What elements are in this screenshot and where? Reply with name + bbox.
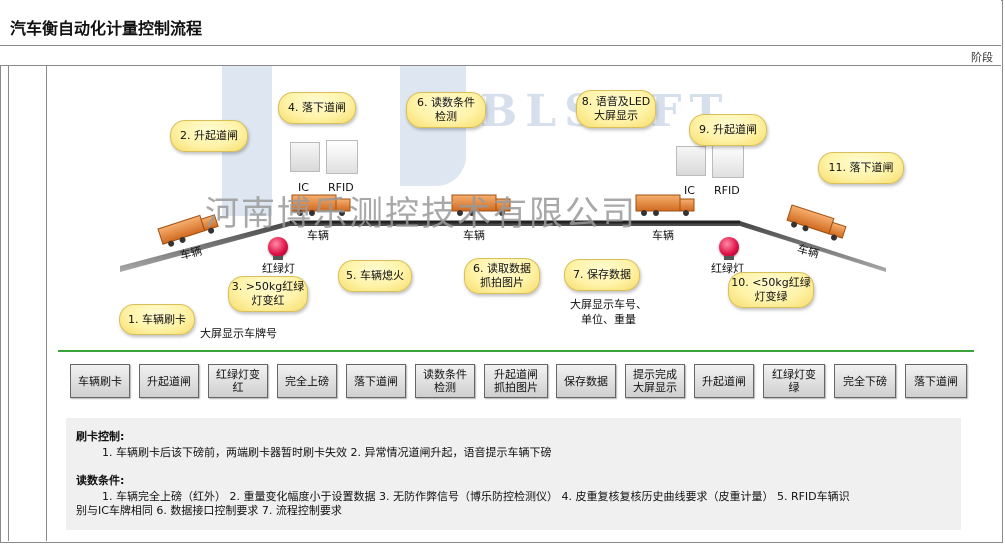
- page-title: 汽车衡自动化计量控制流程: [10, 19, 203, 38]
- process-step-6: 读数条件 检测: [415, 364, 475, 398]
- traffic-light-icon: [719, 237, 739, 257]
- process-step-11: 红绿灯变 绿: [763, 364, 825, 398]
- step-bubble-6a: 6. 读数条件 检测: [406, 92, 486, 128]
- truck-icon-2: [291, 194, 351, 216]
- step-bubble-8: 8. 语音及LED 大屏显示: [576, 90, 656, 128]
- traffic-light-label: 红绿灯: [262, 262, 295, 275]
- truck-icon-4: [635, 194, 695, 216]
- read-condition-title: 读数条件:: [76, 474, 125, 487]
- screen-plate-label: 大屏显示车牌号: [200, 327, 277, 340]
- step-bubble-4: 4. 落下道闸: [278, 92, 356, 124]
- process-step-13: 落下道闸: [905, 364, 967, 398]
- read-condition-text-1: 1. 车辆完全上磅（红外） 2. 重量变化幅度小于设置数据 3. 无防作弊信号（…: [102, 490, 850, 503]
- truck-icon-5: [786, 204, 847, 241]
- traffic-light-label: 红绿灯: [711, 262, 744, 275]
- vehicle-label: 车辆: [652, 229, 674, 242]
- ic-label: IC: [298, 181, 309, 194]
- truck-icon-1: [157, 214, 219, 247]
- watermark-company: 河南博乐测控技术有限公司: [205, 194, 637, 234]
- rfid-label: RFID: [714, 184, 740, 197]
- step-bubble-1: 1. 车辆刷卡: [119, 304, 195, 335]
- screen-info-label: 大屏显示车号、 单位、重量: [570, 298, 647, 326]
- step-bubble-7: 7. 保存数据: [564, 259, 640, 291]
- step-bubble-10: 10. <50kg红绿 灯变绿: [728, 272, 814, 308]
- process-step-7: 升起道闸 抓拍图片: [484, 364, 548, 398]
- ic-label: IC: [684, 184, 695, 197]
- step-bubble-6b: 6. 读取数据 抓拍图片: [464, 258, 540, 294]
- step-bubble-3: 3. >50kg红绿 灯变红: [228, 276, 308, 312]
- card-control-title: 刷卡控制:: [76, 430, 125, 443]
- rfid-reader-icon: [712, 144, 744, 178]
- card-control-text: 1. 车辆刷卡后该下磅前，两端刷卡器暂时刷卡失效 2. 异常情况道闸升起，语音提…: [102, 446, 552, 459]
- step-bubble-9: 9. 升起道闸: [689, 114, 767, 146]
- traffic-light-base: [273, 256, 283, 260]
- process-step-5: 落下道闸: [346, 364, 406, 398]
- rfid-reader-icon: [326, 140, 358, 174]
- title-bar: 汽车衡自动化计量控制流程: [0, 0, 1001, 46]
- swimlane-divider: [8, 66, 9, 541]
- ic-card-reader-icon: [676, 146, 706, 176]
- process-step-9: 提示完成 大屏显示: [625, 364, 685, 398]
- step-bubble-11: 11. 落下道闸: [818, 152, 904, 184]
- swimlane-left-column: [0, 66, 47, 541]
- phase-label: 阶段: [971, 51, 993, 64]
- separator-line: [58, 350, 974, 352]
- ic-card-reader-icon: [290, 142, 320, 172]
- process-step-12: 完全下磅: [834, 364, 896, 398]
- truck-icon-3: [451, 194, 511, 216]
- phase-bar: 阶段: [0, 46, 1001, 66]
- process-step-3: 红绿灯变 红: [208, 364, 268, 398]
- step-bubble-2: 2. 升起道闸: [170, 120, 248, 152]
- process-step-2: 升起道闸: [139, 364, 199, 398]
- step-bubble-5: 5. 车辆熄火: [338, 260, 412, 292]
- vehicle-label: 车辆: [463, 229, 485, 242]
- traffic-light-icon: [268, 237, 288, 257]
- process-step-8: 保存数据: [556, 364, 616, 398]
- vehicle-label: 车辆: [307, 229, 329, 242]
- rfid-label: RFID: [328, 181, 354, 194]
- notes-panel: 刷卡控制: 1. 车辆刷卡后该下磅前，两端刷卡器暂时刷卡失效 2. 异常情况道闸…: [66, 418, 961, 530]
- traffic-light-base: [724, 256, 734, 260]
- process-step-1: 车辆刷卡: [70, 364, 130, 398]
- process-step-4: 完全上磅: [277, 364, 337, 398]
- process-step-10: 升起道闸: [694, 364, 754, 398]
- read-condition-text-2: 别与IC车牌相同 6. 数据接口控制要求 7. 流程控制要求: [76, 504, 342, 517]
